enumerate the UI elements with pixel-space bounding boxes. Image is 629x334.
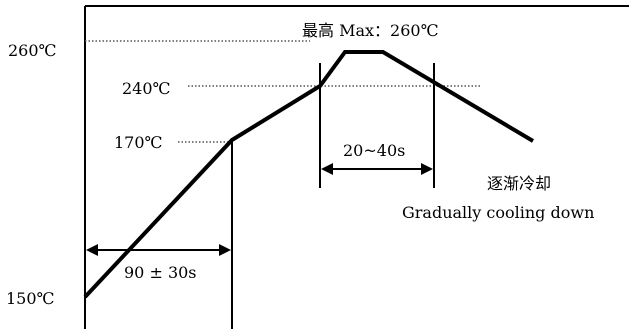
label-150: 150℃ [6, 289, 54, 308]
window-arrow-right-head [421, 163, 433, 175]
preheat-arrow-right-head [219, 244, 231, 256]
temperature-profile-curve [83, 50, 535, 299]
label-170: 170℃ [114, 133, 162, 152]
label-peak: 最高 Max：260℃ [302, 21, 438, 40]
label-cooling-en: Gradually cooling down [402, 203, 594, 222]
label-240: 240℃ [122, 79, 170, 98]
label-reflow-window: 20~40s [343, 141, 405, 160]
label-260: 260℃ [8, 41, 56, 60]
label-preheat-window: 90 ± 30s [124, 263, 197, 282]
label-cooling-cn: 逐渐冷却 [487, 174, 551, 193]
window-arrow-left-head [321, 163, 333, 175]
preheat-arrow-left-head [86, 244, 98, 256]
